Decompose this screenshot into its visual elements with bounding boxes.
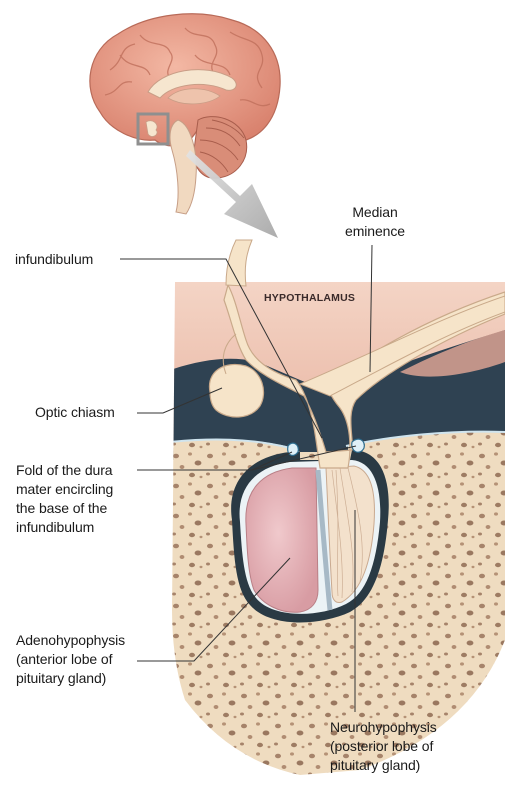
optic-chiasm-shape — [209, 364, 263, 417]
cross-section — [170, 278, 505, 782]
label-median-eminence: Median eminence — [335, 203, 415, 241]
anterior-lobe — [246, 468, 318, 612]
label-adenohypophysis: Adenohypophysis (anterior lobe of pituit… — [16, 631, 125, 688]
label-infundibulum: infundibulum — [15, 250, 93, 269]
label-hypothalamus: HYPOTHALAMUS — [264, 292, 355, 304]
brain-illustration — [90, 14, 280, 214]
label-neurohypophysis: Neurohypophysis (posterior lobe of pitui… — [330, 718, 437, 775]
label-optic-chiasm: Optic chiasm — [35, 403, 115, 422]
label-dura-fold: Fold of the dura mater encircling the ba… — [16, 461, 113, 537]
stalk-upper — [226, 240, 252, 286]
